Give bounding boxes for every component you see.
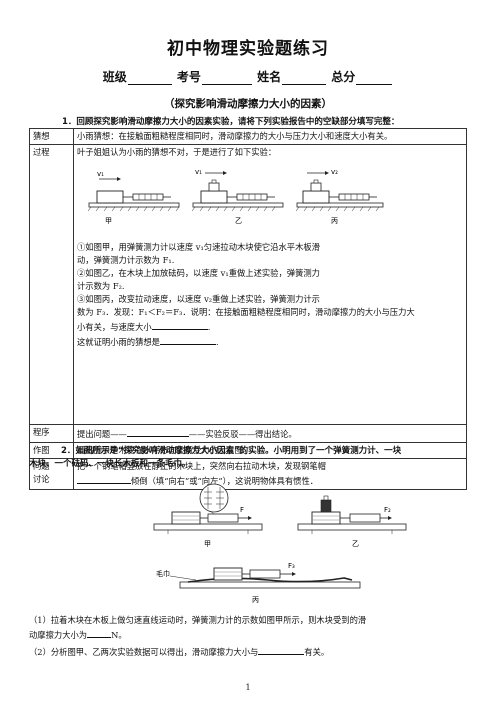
table-row: 程序 提出问题—— ——实验反驳——得出结论。 [29,424,467,443]
q2-sub-1-unit: N。 [111,630,127,640]
step-3-line-b: 数为 F₃．发现：F₁＜F₂＝F₃．说明：在接触面粗糙程度相同时，滑动摩擦力的大… [77,307,415,317]
page-number: 1 [245,683,251,692]
factor-answer-blank[interactable] [258,644,305,655]
process-intro: 叶子姐姐认为小雨的猜想不对，于是进行了如下实验： [77,147,277,157]
student-info-line: 班级 考号 姓名 总分 [0,68,496,85]
procedure-label: 程序 [29,424,74,443]
f-label-bing: F₃ [288,562,295,570]
direction-answer-blank[interactable] [77,473,131,484]
experiment-figure-2: F 甲 F₂ 乙 毛巾 F₃ 丙 [153,483,407,604]
step-3-line-c: 小有关，与速度大小. [77,319,463,334]
experiment-figure-1: v₁ 甲 v₁ 乙 [87,168,384,225]
q2-sub-2-end: 有关。 [304,647,330,657]
v1-label-b: v₁ [195,168,202,176]
fig-label-bing: 丙 [331,217,338,225]
table-row: 作图 画出图甲中木块在水平方向上所受力的示意图。 [29,442,467,459]
number-label: 考号 [176,70,201,84]
discuss-label-1: 问题 [33,461,50,471]
fig-label-jia: 甲 [105,217,112,225]
procedure-text-a: 提出问题—— [77,429,127,439]
friction-value-blank[interactable] [87,627,112,638]
process-label: 过程 [29,144,74,425]
question-2-stem: 2．如图所示是“探究影响滑动摩擦力大小因素”的实验。小明用到了一个弹簧测力计、一… [29,445,469,471]
q2-stem-line-1: 2．如图所示是“探究影响滑动摩擦力大小因素”的实验。小明用到了一个弹簧测力计、一… [61,446,402,456]
speed-answer-blank[interactable] [151,319,208,330]
q2-sub-1-line-a: （1）拉着木块在木板上做匀速直线运动时，弹簧测力计的示数如图甲所示，则木块受到的… [29,615,367,625]
guess-label: 猜想 [29,128,74,145]
v2-label: v₂ [331,168,338,176]
guess-answer-blank[interactable] [159,334,216,345]
procedure-answer-blank[interactable] [126,426,189,437]
step-3-c-end: . [207,322,211,332]
name-label: 姓名 [257,70,282,84]
class-label: 班级 [102,70,127,84]
step-3-line-d: 这就证明小雨的猜想是. [77,334,463,349]
table-row: 过程 叶子姐姐认为小雨的猜想不对，于是进行了如下实验： v₁ 甲 [29,144,467,425]
q2-sub-2: （2）分析图甲、乙两次实验数据可以得出，滑动摩擦力大小与 有关。 [29,644,469,659]
table-row: 问题讨论 把一个钢笔帽竖放在静止的木块上，突然向右拉动木块，发现钢笔帽 倾倒（填… [29,458,467,490]
step-3-d-text: 这就证明小雨的猜想是 [77,337,160,347]
step-3-line-a: ③如图丙，改变拉动速度，以速度 v₂重做上述实验，弹簧测力计示 [77,294,320,304]
page-title: 初中物理实验题练习 [167,39,329,59]
step-1-line-a: ①如图甲，用弹簧测力计以速度 v₁匀速拉动木块使它沿水平木板滑 [77,242,320,252]
q2-fig-label-bing: 丙 [252,596,259,604]
step-1-line-b: 动，弹簧测力计示数为 F₁. [77,255,175,265]
towel-label: 毛巾 [156,569,170,578]
procedure-text-b: ——实验反驳——得出结论。 [188,429,297,439]
q2-sub-1: （1）拉着木块在木板上做匀速直线运动时，弹簧测力计的示数如图甲所示，则木块受到的… [29,614,469,642]
number-blank[interactable] [201,72,252,85]
name-blank[interactable] [282,72,327,85]
v1-label-a: v₁ [97,170,104,178]
table-row: 猜想 小雨猜想：在接触面粗糙程度相同时，滑动摩擦力的大小与压力大小和速度大小有关… [29,128,467,145]
q2-stem-line-2: 木块、一个砝码、一块长木板和一条毛巾。 [29,459,191,469]
score-blank[interactable] [356,72,393,85]
experiment-report-table: 猜想 小雨猜想：在接触面粗糙程度相同时，滑动摩擦力的大小与压力大小和速度大小有关… [29,128,467,490]
step-2-line-a: ②如图乙，在木块上加放砝码，以速度 v₁重做上述实验，弹簧测力 [77,268,320,278]
q2-sub-2-text: （2）分析图甲、乙两次实验数据可以得出，滑动摩擦力大小与 [29,647,259,657]
step-3-d-end: . [215,337,219,347]
class-blank[interactable] [127,72,172,85]
score-label: 总分 [331,70,356,84]
question-1-stem: 1．回顾探究影响滑动摩擦力大小的因素实验，请将下列实验报告中的空缺部分填写完整： [62,117,400,127]
discuss-line-2: 倾倒（填“向右”或“向左”），这说明物体具有惯性． [131,476,319,486]
step-3-c-text: 小有关，与速度大小 [77,322,152,332]
discuss-label-2: 讨论 [33,474,50,484]
f-label-yi: F₂ [384,506,391,514]
discuss-line-1: 把一个钢笔帽竖放在静止的木块上，突然向右拉动木块，发现钢笔帽 [77,461,326,471]
q2-fig-label-yi: 乙 [352,540,359,548]
section-subtitle: （探究影响滑动摩擦力大小的因素） [164,98,332,110]
q2-sub-1-line-b: 动摩擦力大小为 [29,630,88,640]
fig-label-yi: 乙 [235,217,242,225]
f-label-jia: F [240,506,244,514]
q2-fig-label-jia: 甲 [204,540,211,548]
step-2-line-b: 计示数为 F₂. [77,281,125,291]
guess-text: 小雨猜想：在接触面粗糙程度相同时，滑动摩擦力的大小与压力大小和速度大小有关。 [73,128,467,145]
